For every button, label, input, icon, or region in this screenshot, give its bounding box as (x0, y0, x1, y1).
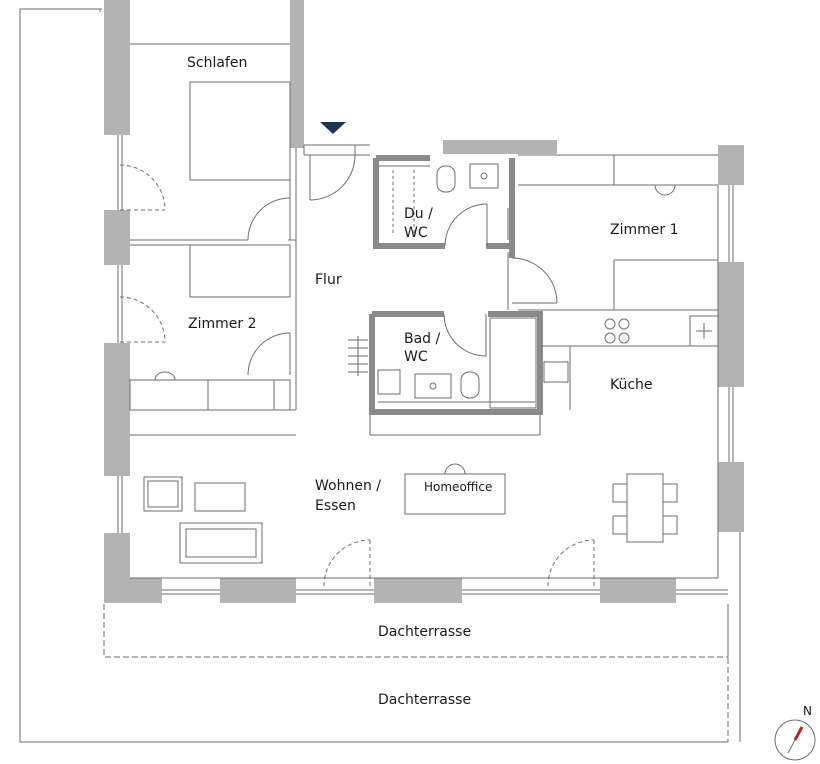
area-label-dachterrasse-outer: Dachterrasse (378, 692, 472, 708)
toilet-bad (460, 371, 480, 399)
coffee-table (194, 482, 246, 512)
room-label-schlafen: Schlafen (187, 55, 248, 71)
dining-table (626, 473, 664, 543)
wardrobe-left (129, 379, 209, 411)
homeoffice-desk (404, 473, 506, 515)
room-label-du-wc-line1: Du / (404, 206, 433, 222)
chair-zimmer1 (654, 184, 676, 196)
room-label-kueche: Küche (610, 377, 653, 393)
compass-icon (774, 719, 816, 761)
compass-north-label: N (803, 704, 812, 718)
furniture-label-homeoffice: Homeoffice (424, 480, 493, 494)
room-label-wohnen-line2: Essen (315, 498, 356, 514)
bed-zimmer2 (189, 244, 291, 298)
bed-schlafen (189, 81, 291, 181)
exterior-walls (104, 0, 744, 603)
sink-du (469, 163, 499, 189)
washer (377, 369, 401, 395)
chair-zimmer2 (154, 371, 176, 381)
room-label-bad-wc-line1: Bad / (404, 331, 441, 347)
room-label-bad-wc-line2: WC (404, 349, 428, 365)
room-label-zimmer-2: Zimmer 2 (188, 316, 257, 332)
homeoffice-chair (444, 463, 466, 475)
toilet-du (436, 165, 456, 193)
sink-bad (414, 373, 452, 399)
windows (117, 135, 741, 742)
bathtub (489, 317, 537, 409)
room-label-zimmer-1: Zimmer 1 (610, 222, 679, 238)
armchair (143, 476, 183, 512)
sofa (179, 522, 263, 564)
room-label-wohnen-line1: Wohnen / (315, 478, 381, 494)
room-label-flur: Flur (315, 272, 342, 288)
entrance-marker-icon (320, 122, 346, 134)
outer-terrace-outline (19, 8, 728, 743)
inner-terrace-outline (103, 604, 729, 742)
wardrobe-right (207, 379, 275, 411)
furniture (129, 81, 719, 564)
area-label-dachterrasse-inner: Dachterrasse (378, 624, 472, 640)
bathroom-walls (369, 155, 543, 415)
doors (119, 145, 595, 587)
room-label-du-wc-line2: WC (404, 225, 428, 241)
